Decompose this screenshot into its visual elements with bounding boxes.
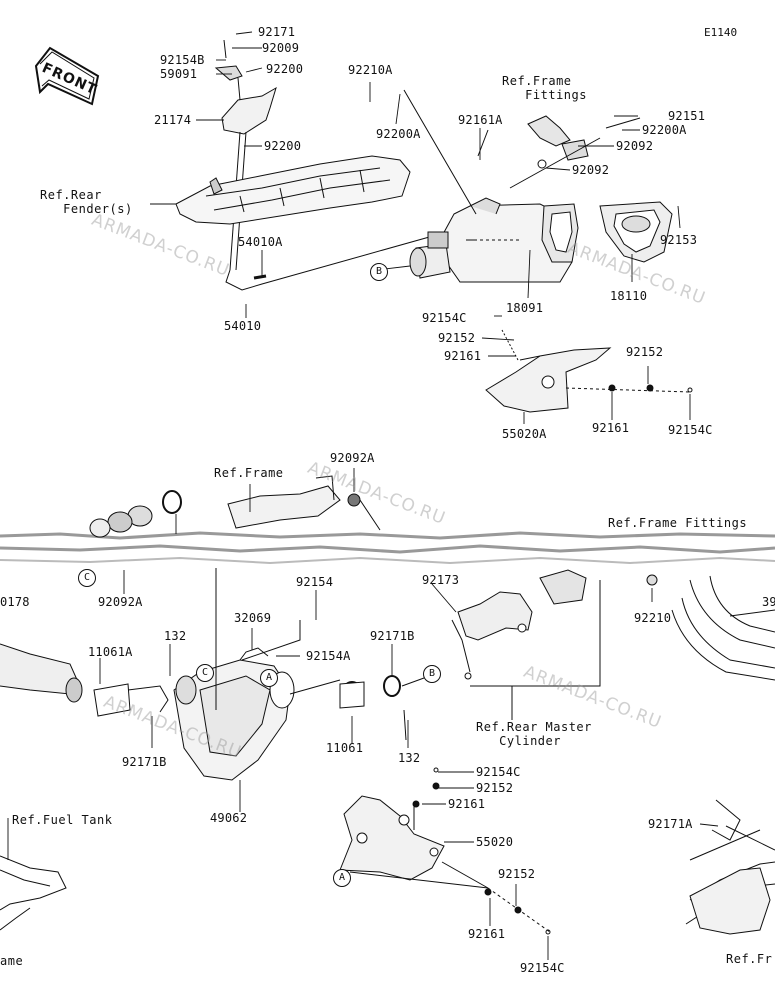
part-label: 18110 xyxy=(610,289,648,303)
exhaust-header-right-shape xyxy=(671,575,775,681)
part-label: 49062 xyxy=(210,811,248,825)
ref-frame-bottom: Ref.Fr xyxy=(726,952,773,966)
part-label: 92154A xyxy=(306,649,351,663)
part-label: 92161 xyxy=(592,421,630,435)
rear-fender-shape xyxy=(175,155,411,225)
callout-b: B xyxy=(370,263,388,281)
callout-a: A xyxy=(333,869,351,887)
part-label: 92153 xyxy=(660,233,698,247)
part-label: 92210 xyxy=(634,611,672,625)
part-label: 59091 xyxy=(160,67,198,81)
ref-rear-fender: Ref.Rear Fender(s) xyxy=(40,188,133,216)
ref-frame-bottom-left: ame xyxy=(0,954,24,968)
part-label: 0178 xyxy=(0,595,30,609)
muffler-shape xyxy=(409,197,575,283)
part-label: 92173 xyxy=(422,573,460,587)
part-label: 92171A xyxy=(648,817,693,831)
part-label: 92009 xyxy=(262,41,300,55)
leader-lines xyxy=(7,31,719,960)
part-label: 132 xyxy=(398,751,421,765)
ref-frame: Ref.Frame xyxy=(214,466,284,480)
part-label: 92154C xyxy=(668,423,713,437)
part-label: 92171 xyxy=(258,25,296,39)
part-label: 92152 xyxy=(438,331,476,345)
part-label: 92092A xyxy=(98,595,143,609)
part-label: 92161 xyxy=(468,927,506,941)
ref-frame-fittings: Ref.Frame Fittings xyxy=(502,74,587,102)
part-label: 92154 xyxy=(296,575,334,589)
part-label: 11061 xyxy=(326,741,364,755)
part-label: 92171B xyxy=(122,755,167,769)
ref-rear-master-cylinder: Ref.Rear Master Cylinder xyxy=(476,720,592,748)
part-label: 92171B xyxy=(370,629,415,643)
callout-a: A xyxy=(260,669,278,687)
diagram-code: E1140 xyxy=(704,26,738,39)
link-pipe-shape xyxy=(0,643,169,717)
frame-bracket-shape xyxy=(227,475,381,531)
part-label: 11061A xyxy=(88,645,133,659)
part-label: 92161 xyxy=(448,797,486,811)
part-label: 92200A xyxy=(642,123,687,137)
callout-b: B xyxy=(423,665,441,683)
part-label: 92152 xyxy=(498,867,536,881)
muffler-end-cap-shape xyxy=(541,201,673,263)
part-label: 39 xyxy=(762,595,775,609)
part-label: 92092 xyxy=(572,163,610,177)
part-label: 32069 xyxy=(234,611,272,625)
part-label: 92154B xyxy=(160,53,205,67)
clamp-ring-shape xyxy=(289,675,425,741)
part-label: 92092 xyxy=(616,139,654,153)
part-label: 92200 xyxy=(264,139,302,153)
part-label: 132 xyxy=(164,629,187,643)
part-label: 92152 xyxy=(476,781,514,795)
part-label: 55020A xyxy=(502,427,547,441)
part-label: 92200 xyxy=(266,62,304,76)
part-label: 92154C xyxy=(422,311,467,325)
ref-fuel-tank: Ref.Fuel Tank xyxy=(12,813,113,827)
part-label: 54010A xyxy=(238,235,283,249)
frame-bottom-right-shape xyxy=(685,799,775,935)
pre-chamber-shape xyxy=(173,568,301,781)
front-arrow-icon xyxy=(34,46,100,106)
part-label: 92161A xyxy=(458,113,503,127)
part-label: 55020 xyxy=(476,835,514,849)
part-label: 92151 xyxy=(668,109,706,123)
part-label: 54010 xyxy=(224,319,262,333)
part-label: 92092A xyxy=(330,451,375,465)
heat-guard-top-shape xyxy=(485,347,612,413)
callout-c: C xyxy=(78,569,96,587)
callout-c: C xyxy=(196,664,214,682)
torn-edge-divider xyxy=(0,531,775,565)
part-label: 92154C xyxy=(476,765,521,779)
part-label: 21174 xyxy=(154,113,192,127)
frame-fitting-shape xyxy=(527,115,589,169)
fuel-tank-frame-shape xyxy=(0,855,67,931)
rear-master-bracket-shape xyxy=(451,569,601,720)
header-pipe-rings-shape xyxy=(89,490,182,538)
part-label: 92200A xyxy=(376,127,421,141)
part-label: 92152 xyxy=(626,345,664,359)
part-label: 18091 xyxy=(506,301,544,315)
part-label: 92210A xyxy=(348,63,393,77)
part-label: 92161 xyxy=(444,349,482,363)
part-label: 92154C xyxy=(520,961,565,975)
ref-frame-fittings-right: Ref.Frame Fittings xyxy=(608,516,748,530)
